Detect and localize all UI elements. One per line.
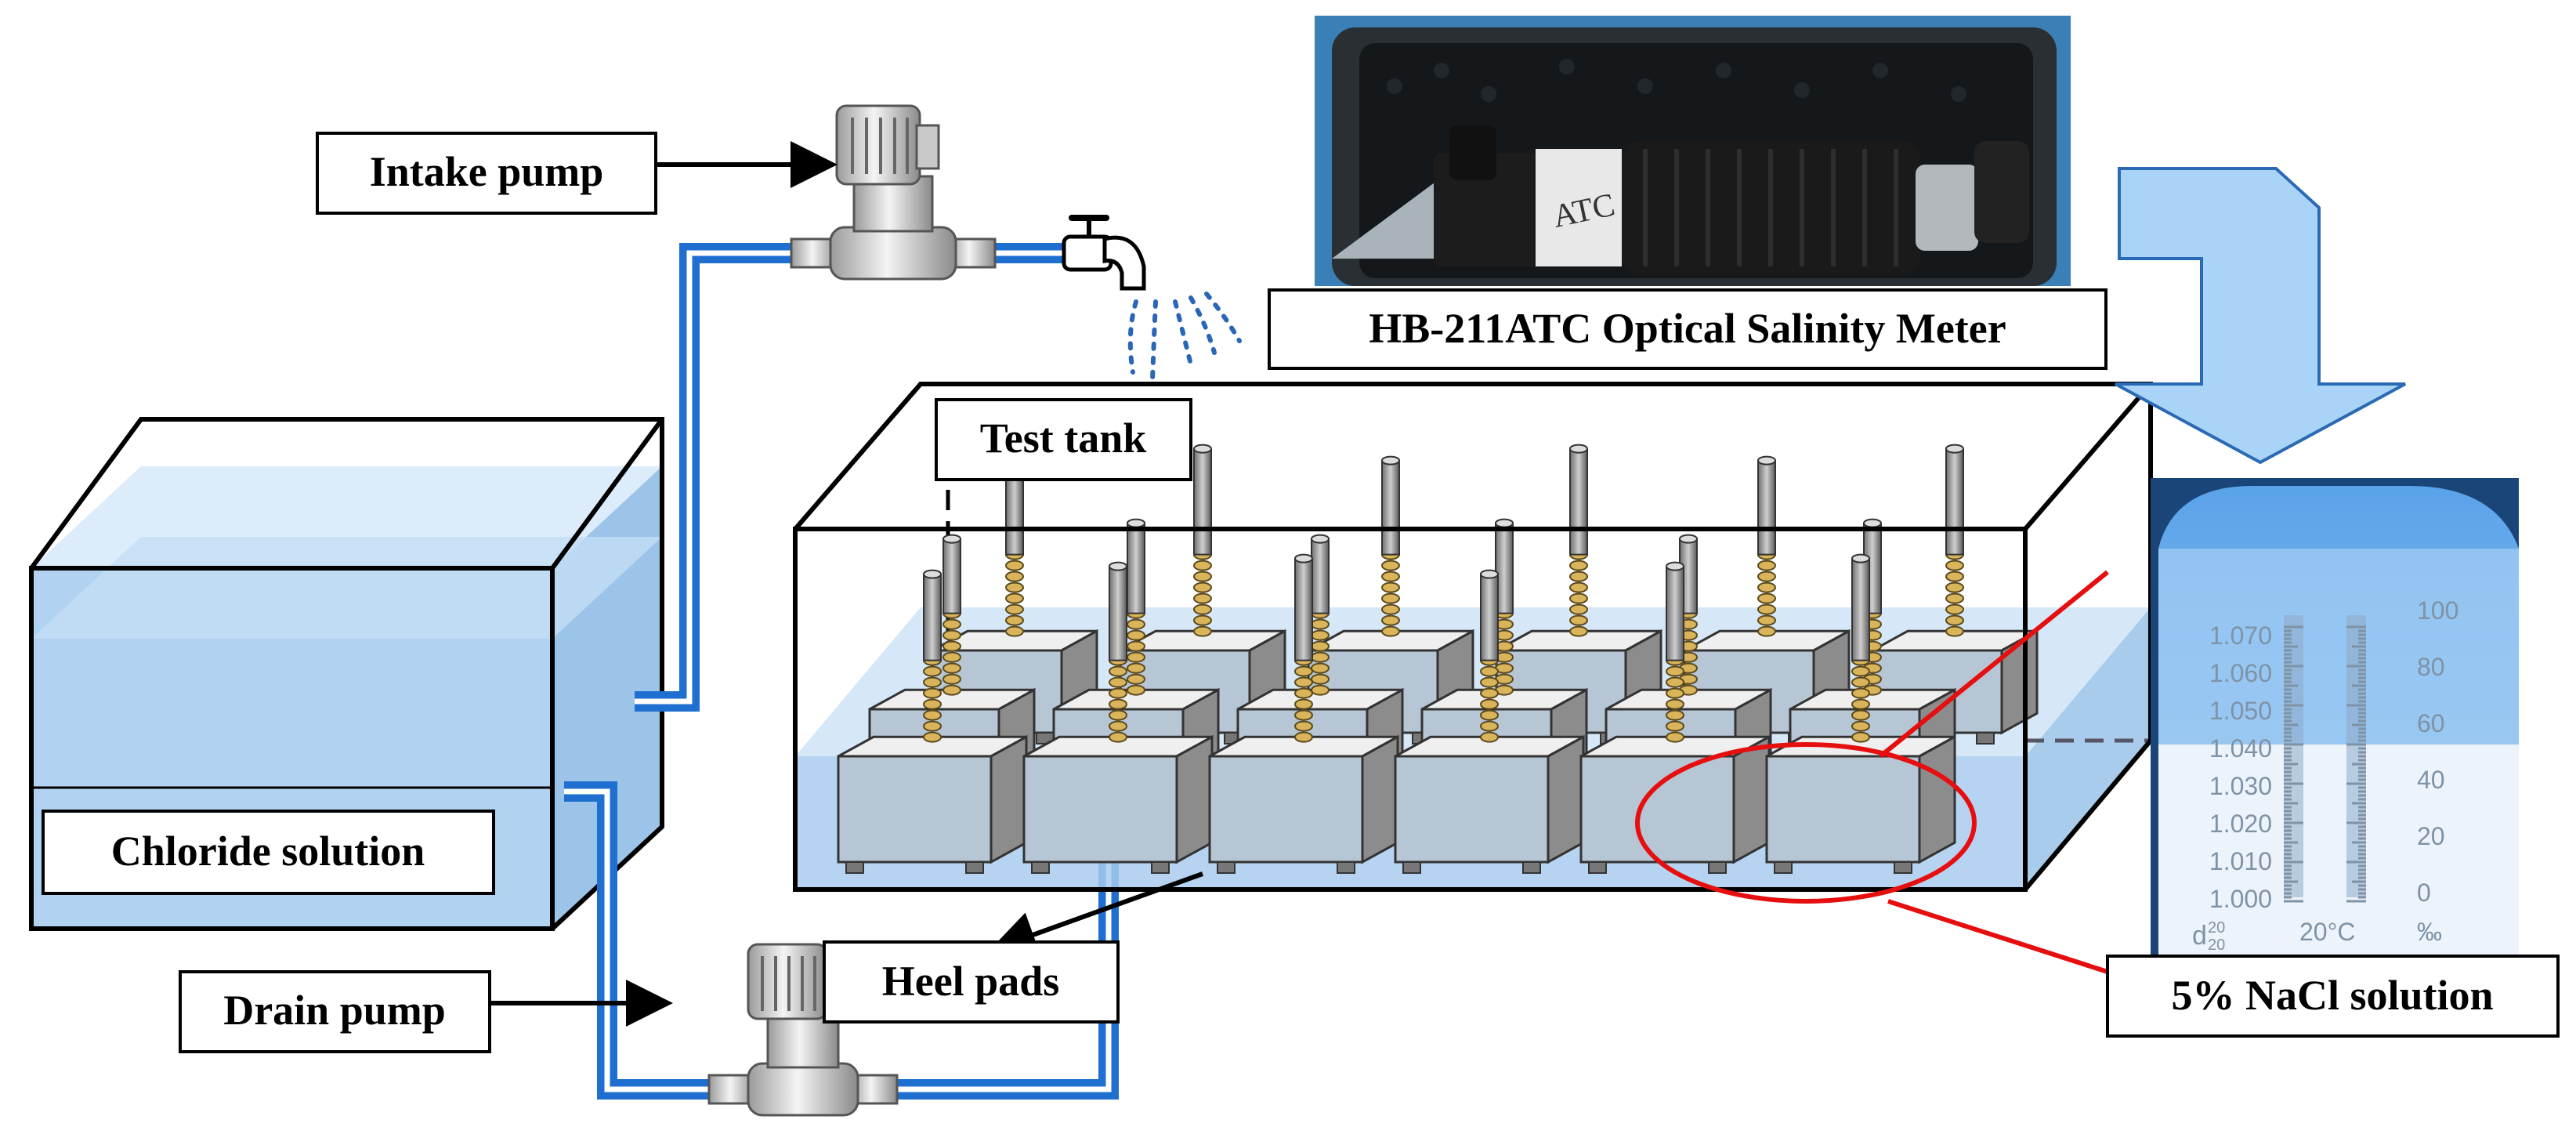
permille-tick-label: 0	[2417, 879, 2431, 907]
reservoir-outline	[29, 417, 664, 931]
density-tick-label: 1.060	[2209, 659, 2272, 687]
faucet-icon	[1062, 215, 1146, 291]
density-tick-label: 1.050	[2209, 697, 2272, 725]
drain-pump-text: Drain pump	[223, 987, 446, 1034]
label-drain-pump: Drain pump	[179, 970, 491, 1053]
label-salinity-meter: HB-211ATC Optical Salinity Meter	[1268, 288, 2107, 370]
heel-pad	[1208, 553, 1399, 874]
density-tick-label: 1.010	[2209, 847, 2272, 875]
label-chloride-solution: Chloride solution	[42, 810, 495, 895]
heel-pad	[1394, 569, 1585, 874]
density-subscript: 20	[2208, 937, 2225, 954]
density-tick-label: 1.030	[2209, 772, 2272, 800]
nacl-solution-text: 5% NaCl solution	[2171, 972, 2493, 1019]
permille-tick-label: 100	[2417, 596, 2458, 625]
label-heel-pads: Heel pads	[823, 940, 1120, 1023]
intake-pipe	[635, 243, 1069, 712]
permille-tick-label: 20	[2417, 822, 2445, 850]
heel-pads-text: Heel pads	[882, 958, 1060, 1005]
down-arrow-icon	[2115, 167, 2406, 465]
chloride-solution-text: Chloride solution	[111, 828, 425, 875]
intake-pump-text: Intake pump	[370, 148, 604, 195]
test-tank-text: Test tank	[980, 415, 1147, 462]
refractometer-icon: ATC	[1332, 125, 2029, 274]
density-symbol: d	[2192, 921, 2207, 951]
refractometer-reading: 1.070 1.060 1.050 1.040 1.030 1.020 1.010 1.000…	[2151, 478, 2519, 956]
unit-label: ‰	[2417, 918, 2442, 946]
density-tick-label: 1.040	[2209, 734, 2272, 763]
heel-pads-front-row	[837, 553, 1956, 874]
water-drops	[1127, 292, 1242, 382]
nacl-highlight	[1635, 570, 2109, 974]
highlight-ellipse	[1635, 742, 1977, 904]
salinity-meter-photo: ATC	[1315, 16, 2071, 286]
label-arrows	[490, 141, 1204, 1027]
label-intake-pump: Intake pump	[316, 132, 657, 215]
density-tick-label: 1.000	[2209, 885, 2272, 913]
heel-pad	[837, 569, 1028, 874]
heel-pad	[1579, 561, 1771, 874]
intake-pump-icon	[790, 104, 997, 281]
permille-tick-label: 80	[2417, 653, 2445, 681]
permille-tick-label: 60	[2417, 709, 2445, 737]
label-test-tank: Test tank	[935, 398, 1192, 481]
temperature-label: 20°C	[2299, 918, 2356, 946]
density-tick-label: 1.020	[2209, 810, 2272, 838]
density-superscript: 20	[2208, 919, 2225, 937]
heel-pad	[1022, 561, 1214, 874]
heel-pad	[1765, 553, 1956, 874]
salinity-meter-text: HB-211ATC Optical Salinity Meter	[1369, 305, 2006, 352]
label-nacl-solution: 5% NaCl solution	[2106, 955, 2560, 1038]
heel-pads-arrow	[989, 871, 1204, 958]
density-tick-label: 1.070	[2209, 621, 2272, 650]
permille-tick-label: 40	[2417, 766, 2445, 794]
